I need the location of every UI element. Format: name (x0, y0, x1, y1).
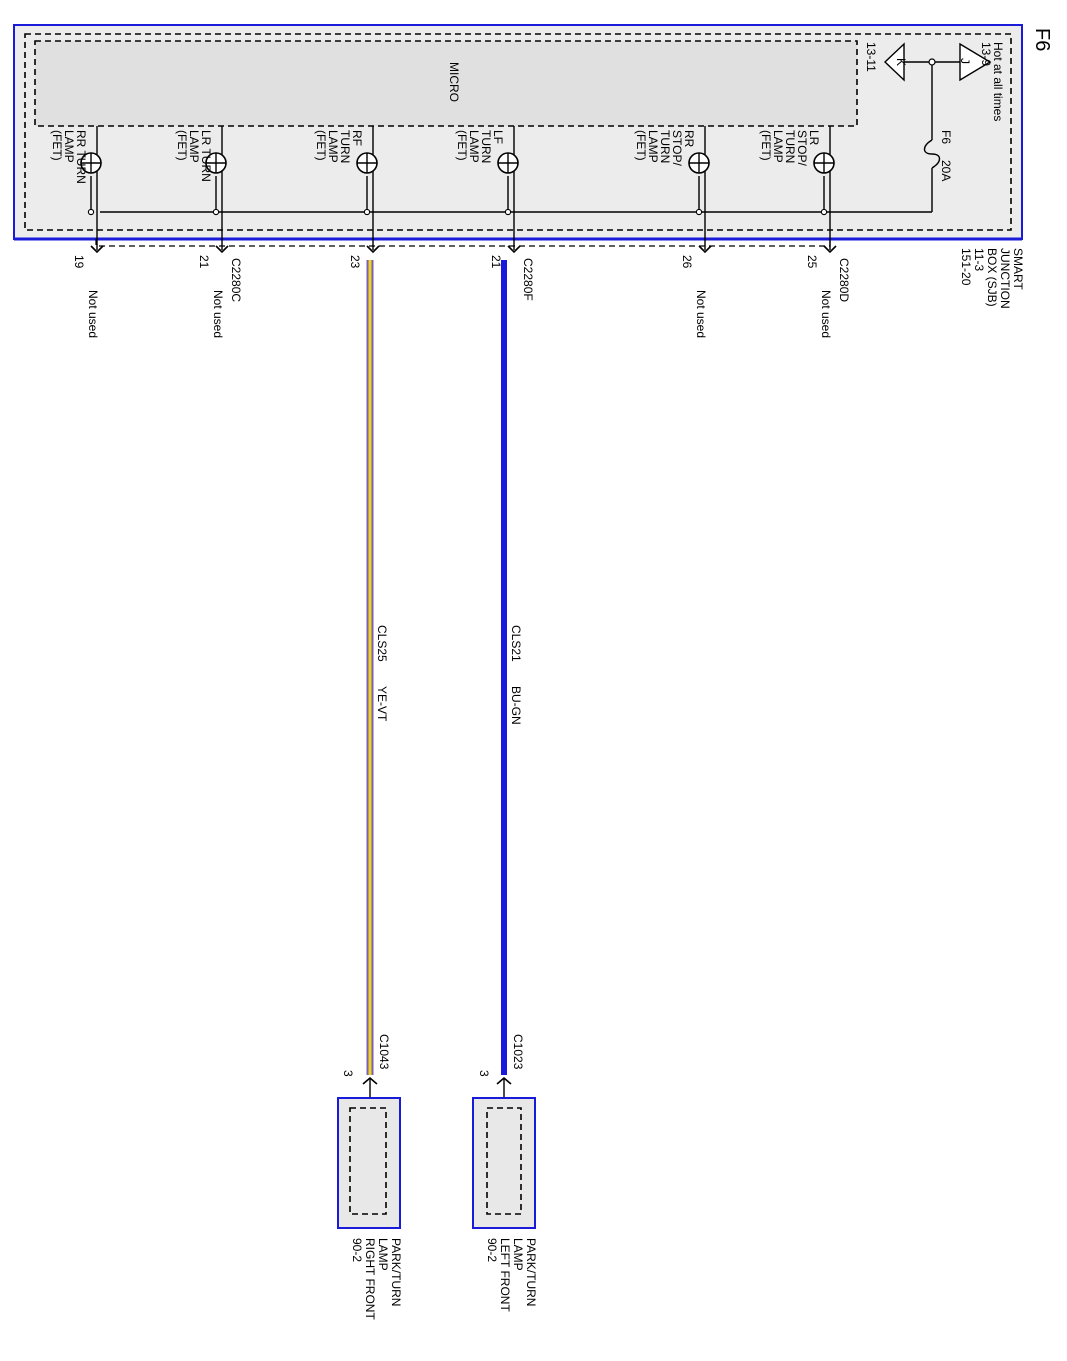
wire-cls25-color: YE-VT (375, 686, 389, 722)
wire-cls25-circuit: CLS25 (375, 625, 389, 662)
output-rf-turn-label: (FET) (314, 130, 328, 161)
micro-block (34, 40, 858, 127)
lamp-right-pin: 3 (341, 1070, 355, 1077)
output-rr-stop-turn-bus-dot (695, 208, 703, 216)
output-rr-turn-label: LAMP (62, 130, 76, 163)
output-lr-stop-turn-label: TURN (783, 130, 797, 163)
output-lr-turn-label: LAMP (187, 130, 201, 163)
fuse-rating: 20A (939, 160, 953, 181)
park-turn-lamp-left-front (472, 1076, 536, 1229)
output-rr-stop-turn-pin: 26 (680, 255, 694, 269)
fuse-label: F6 (939, 130, 953, 144)
output-rr-turn-status: Not used (86, 290, 100, 338)
page-id: F6 (1031, 28, 1053, 51)
sjb-title-line: BOX (SJB) (985, 248, 999, 307)
output-lr-turn-connector-icon (215, 245, 229, 254)
output-lr-stop-turn-bus-dot (820, 208, 828, 216)
output-lr-stop-turn-connector-icon (823, 245, 837, 254)
output-rr-turn-pin: 19 (72, 255, 86, 269)
output-lf-turn-label: TURN (479, 130, 493, 163)
lamp-right-connector: C1043 (377, 1034, 391, 1070)
output-lr-stop-turn-pin: 25 (805, 255, 819, 269)
lamp-left-title: PARK/TURN (524, 1238, 538, 1306)
lamp-left-body (472, 1097, 536, 1229)
output-lf-turn-label: (FET) (455, 130, 469, 161)
output-lf-turn-pin: 21 (489, 255, 503, 269)
output-rf-turn-label: TURN (338, 130, 352, 163)
output-lr-stop-turn-label: LR (807, 130, 821, 146)
sjb-title-line: 11-3 (972, 248, 986, 271)
pin-13-11: 13-11 (864, 42, 878, 72)
smart-junction-box (13, 24, 1023, 247)
output-rf-turn-label: LAMP (326, 130, 340, 163)
terminal-k-icon (883, 42, 905, 82)
output-rr-turn-connector-icon (90, 245, 104, 254)
micro-label: MICRO (447, 62, 461, 102)
terminal-j-icon (959, 42, 992, 82)
lamp-left-connector: C1023 (511, 1034, 525, 1070)
output-lr-stop-turn-status: Not used (819, 290, 833, 338)
output-rf-turn-connector-icon (366, 245, 380, 254)
splice-dot (928, 58, 936, 66)
output-lr-turn-connector: C2280C (229, 258, 243, 302)
output-rr-turn-bus-dot (87, 208, 95, 216)
lamp-right-title: RIGHT FRONT (363, 1238, 377, 1320)
output-lr-stop-turn-label: (FET) (759, 130, 773, 161)
output-rr-stop-turn-label: LAMP (646, 130, 660, 163)
output-rf-turn-label: RF (350, 130, 364, 146)
wire-cls21-color: BU-GN (509, 686, 523, 725)
pin-13-9: 13-9 (979, 42, 993, 66)
power-note: Hot at all times (991, 42, 1005, 121)
lamp-right-title: PARK/TURN (389, 1238, 403, 1306)
output-lf-turn-label: LF (491, 130, 505, 144)
output-lr-turn-bus-dot (212, 208, 220, 216)
lamp-left-title: 90-2 (485, 1238, 499, 1262)
output-rr-stop-turn-label: RR (682, 130, 696, 148)
output-rf-turn-pin: 23 (348, 255, 362, 269)
output-lf-turn-connector: C2280F (521, 258, 535, 301)
output-lf-turn-bus-dot (504, 208, 512, 216)
output-lr-turn-pin: 21 (197, 255, 211, 269)
output-lr-stop-turn-label: STOP/ (795, 130, 809, 166)
terminal-k-letter: K (894, 58, 908, 66)
output-lf-turn-label: LAMP (467, 130, 481, 163)
output-lf-turn-connector-icon (507, 245, 521, 254)
park-turn-lamp-right-front (337, 1076, 401, 1229)
wire-cls21-circuit: CLS21 (509, 625, 523, 662)
output-rr-turn-label: (FET) (50, 130, 64, 161)
lamp-left-title: LAMP (511, 1238, 525, 1271)
output-rr-stop-turn-label: (FET) (634, 130, 648, 161)
sjb-title-line: SMART (1011, 248, 1025, 290)
output-lr-turn-label: (FET) (175, 130, 189, 161)
output-lr-turn-status: Not used (211, 290, 225, 338)
lamp-right-title: 90-2 (350, 1238, 364, 1262)
output-rr-turn-label: RR TURN (74, 130, 88, 184)
lamp-right-body (337, 1097, 401, 1229)
output-rr-stop-turn-label: STOP/ (670, 130, 684, 166)
output-lr-stop-turn-label: LAMP (771, 130, 785, 163)
lamp-left-pin: 3 (477, 1070, 491, 1077)
sjb-title-line: JUNCTION (998, 248, 1012, 309)
sjb-inner-border (24, 33, 1012, 231)
lamp-right-inner (349, 1107, 387, 1215)
output-rr-stop-turn-connector-icon (698, 245, 712, 254)
output-rr-stop-turn-status: Not used (694, 290, 708, 338)
lamp-right-title: LAMP (376, 1238, 390, 1271)
output-rf-turn-bus-dot (363, 208, 371, 216)
fuse-f6-icon (923, 139, 941, 169)
output-rr-stop-turn-label: TURN (658, 130, 672, 163)
sjb-title-line: 151-20 (959, 248, 973, 286)
sjb-title: SMART JUNCTION BOX (SJB) 11-3 151-20 (959, 248, 1025, 309)
output-lr-turn-label: LR TURN (199, 130, 213, 182)
lamp-left-title: LEFT FRONT (498, 1238, 512, 1312)
terminal-j-letter: J (958, 58, 972, 64)
output-lr-stop-turn-connector: C2280D (837, 258, 851, 302)
